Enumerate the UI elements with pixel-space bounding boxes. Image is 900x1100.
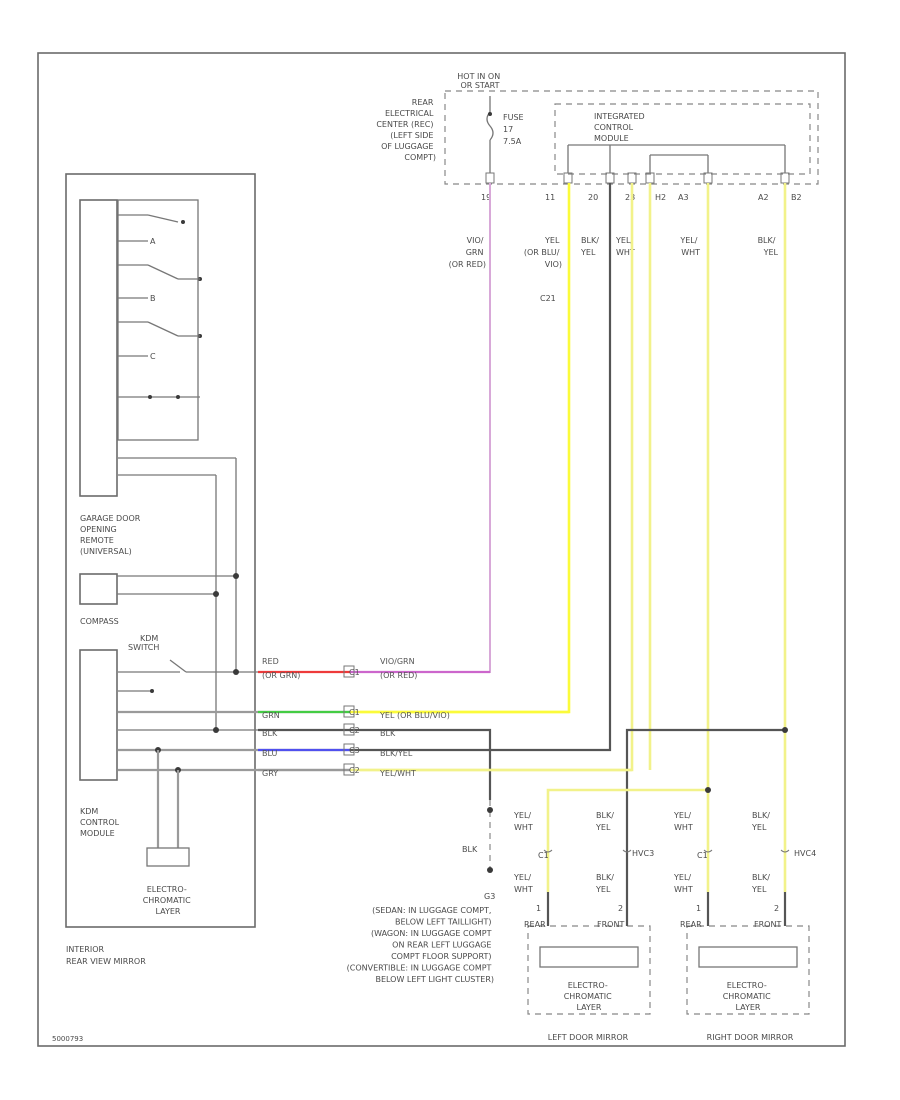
svg-text:YEL/ WHT: YEL/ WHT [673,873,694,894]
pin-labels: 19 11 20 23 H2 A3 A2 B2 [481,193,802,202]
svg-text:HVC3: HVC3 [632,849,654,858]
svg-text:B: B [150,294,156,303]
ground-notes: (SEDAN: IN LUGGAGE COMPT, BELOW LEFT TAI… [347,906,494,984]
ground-id: G3 [484,892,495,901]
svg-text:YEL/ WHT: YEL/ WHT [673,811,694,832]
door-mirror-labels: YEL/ WHT BLK/ YEL YEL/ WHT BLK/ YEL C1 H… [513,811,816,913]
svg-text:BLK/ YEL: BLK/ YEL [580,236,601,257]
harness-left-colors: RED (OR GRN) GRN BLK BLU GRY [262,657,303,778]
kdm-switch-label: KDM SWITCH [128,634,161,652]
left-door-mirror: REAR FRONT ELECTRO- CHROMATIC LAYER LEFT… [524,920,651,1042]
svg-text:C21: C21 [540,294,556,303]
svg-text:YEL/ WHT: YEL/ WHT [513,811,534,832]
svg-text:C1: C1 [697,851,708,860]
top-wire-labels: VIO/ GRN (OR RED) YEL (OR BLU/ VIO) BLK/… [449,236,779,303]
svg-text:BLK/ YEL: BLK/ YEL [751,873,772,894]
svg-text:BLK/ YEL: BLK/ YEL [595,873,616,894]
svg-text:FRONT: FRONT [754,920,781,929]
svg-text:FRONT: FRONT [597,920,624,929]
harness-right-colors: VIO/GRN (OR RED) YEL (OR BLU/VIO) BLK BL… [379,657,452,778]
svg-text:C: C [150,352,156,361]
interior-mirror-title: INTERIOR REAR VIEW MIRROR [66,945,146,966]
left-door-mirror-title: LEFT DOOR MIRROR [548,1033,629,1042]
mirror-stubs [546,892,787,926]
svg-text:REAR: REAR [680,920,702,929]
rec-location-label: REAR ELECTRICAL CENTER (REC) (LEFT SIDE … [376,98,436,162]
hot-in-label: HOT IN ON OR START [457,72,502,90]
garage-label: GARAGE DOOR OPENING REMOTE (UNIVERSAL) [80,514,143,556]
wires [350,183,788,892]
icm-label: INTEGRATED CONTROL MODULE [594,112,647,143]
svg-text:REAR: REAR [524,920,546,929]
svg-text:YEL/ WHT: YEL/ WHT [513,873,534,894]
svg-text:1 2 1 2: 1 2 1 2 [536,904,779,913]
right-layer-label: ELECTRO- CHROMATIC LAYER [723,981,774,1012]
interior-mirror: A B C GARAGE DOOR OPENING REMOTE (UNIVER… [65,173,350,966]
svg-text:BLK/ YEL: BLK/ YEL [758,236,779,257]
compass-label: COMPASS [80,617,119,626]
fuse-block: HOT IN ON OR START REAR ELECTRICAL CENTE… [376,72,819,202]
svg-text:VIO/ GRN (OR RED): VIO/ GRN (OR RED) [449,236,486,269]
ground: BLK G3 (SEDAN: IN LUGGAGE COMPT, BELOW L… [347,845,496,984]
fuse-label: FUSE 17 7.5A [503,113,526,146]
ground-wire-label: BLK [462,845,478,854]
svg-text:YEL (OR BLU/ VIO): YEL (OR BLU/ VIO) [524,236,562,269]
svg-text:HVC4: HVC4 [794,849,816,858]
kdm-module-label: KDM CONTROL MODULE [80,807,122,838]
harness: RED (OR GRN) GRN BLK BLU GRY C1 C1 C2 C3… [258,657,632,778]
left-layer-label: ELECTRO- CHROMATIC LAYER [564,981,615,1012]
svg-text:C1: C1 [538,851,549,860]
svg-text:YEL/ WHT: YEL/ WHT [615,236,636,257]
footer-code: 5000793 [52,1035,83,1043]
svg-text:BLK/ YEL: BLK/ YEL [595,811,616,832]
svg-text:A: A [150,237,156,246]
harness-connector-pins: C1 C1 C2 C3 C2 [349,668,362,775]
svg-text:BLK/ YEL: BLK/ YEL [751,811,772,832]
svg-text:YEL/ WHT: YEL/ WHT [679,236,700,257]
kdm-layer-label: ELECTRO- CHROMATIC LAYER [143,885,194,916]
connector-symbols [543,849,790,853]
diagram-border [37,52,846,1047]
garage-switches: A B C [118,214,202,399]
right-door-mirror: REAR FRONT ELECTRO- CHROMATIC LAYER RIGH… [680,920,810,1042]
right-door-mirror-title: RIGHT DOOR MIRROR [707,1033,794,1042]
